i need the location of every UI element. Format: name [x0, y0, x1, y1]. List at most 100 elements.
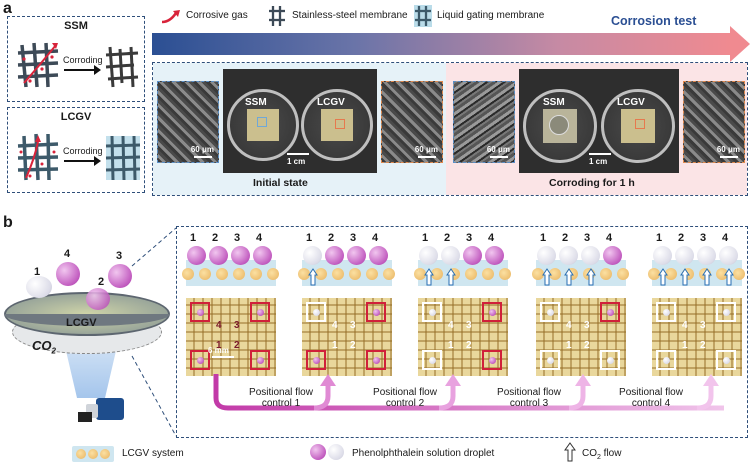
bead	[716, 268, 728, 280]
bead	[600, 268, 612, 280]
column-number: 1	[306, 232, 313, 244]
corrosion-test-arrow	[152, 33, 732, 55]
device-droplet-3	[108, 264, 132, 288]
droplet-3	[697, 246, 716, 265]
sem-ssm-corroded: 60 μm	[453, 81, 515, 163]
dish-ssm-label-2: SSM	[543, 97, 565, 108]
dish-photo-corroded: SSM LCGV 1 cm	[519, 69, 679, 173]
grid-number: 2	[466, 340, 472, 351]
column-number: 3	[584, 232, 591, 244]
device-droplet-1	[26, 276, 52, 298]
marker-dot	[489, 309, 496, 316]
device-num-2: 2	[98, 276, 105, 288]
device-illustration: LCGV CO2 1 4 3 2	[4, 248, 170, 430]
grid-number: 4	[682, 320, 688, 331]
legend-flow-label: CO2 flow	[582, 448, 621, 461]
lcgv-corroding-arrow-icon	[64, 160, 96, 162]
device-droplet-4	[56, 262, 80, 286]
dish-lcgv-label-2: LCGV	[617, 97, 645, 108]
dish-lcgv-label-1: LCGV	[317, 97, 345, 108]
droplet-1	[419, 246, 438, 265]
marker-dot	[663, 357, 670, 364]
marker-square	[366, 350, 386, 370]
device-num-4: 4	[64, 248, 71, 260]
bead	[383, 268, 395, 280]
bead	[315, 268, 327, 280]
marker-square	[656, 350, 676, 370]
corrosion-test-title: Corrosion test	[611, 14, 697, 28]
flow-step-3-line1: Positional flow	[497, 387, 561, 398]
camera-icon	[96, 398, 124, 420]
grid-number: 4	[448, 320, 454, 331]
initial-state-label: Initial state	[253, 177, 308, 189]
flow-step-1-line2: control 1	[261, 398, 301, 409]
droplet-1	[653, 246, 672, 265]
column-number: 4	[488, 232, 495, 244]
grid-number: 2	[700, 340, 706, 351]
marker-dot	[607, 309, 614, 316]
device-lcgv-label: LCGV	[66, 317, 97, 329]
droplet-3	[231, 246, 250, 265]
marker-square	[716, 302, 736, 322]
grid-number: 1	[448, 340, 454, 351]
bead	[250, 268, 262, 280]
bead	[182, 268, 194, 280]
bead	[199, 268, 211, 280]
sem-lcgv-initial: 60 μm	[381, 81, 443, 163]
cm-scale-bar-1	[287, 153, 309, 155]
marker-dot	[313, 357, 320, 364]
grid-number: 1	[332, 340, 338, 351]
bead	[414, 268, 426, 280]
camera-base-icon	[78, 412, 92, 422]
column-number: 4	[256, 232, 263, 244]
ssm-mesh-corroded-icon	[105, 46, 139, 88]
flow-step-4-line2: control 4	[631, 398, 671, 409]
droplet-2	[675, 246, 694, 265]
column-number: 3	[234, 232, 241, 244]
panel-b-label: b	[3, 214, 13, 231]
liquid-gating-icon	[414, 5, 432, 27]
co2-flow-channel-icon	[586, 268, 596, 286]
ssm-title: SSM	[64, 20, 88, 32]
co2-flow-channel-icon	[446, 268, 456, 286]
co2-main: CO	[32, 338, 52, 353]
ssm-schematic-box: SSM Corroding	[7, 16, 145, 102]
marker-square	[656, 302, 676, 322]
flow-step-3-line2: control 3	[509, 398, 549, 409]
marker-dot	[373, 309, 380, 316]
grid-number: 4	[332, 320, 338, 331]
bead	[648, 268, 660, 280]
droplet-4	[253, 246, 272, 265]
bead	[349, 268, 361, 280]
bead	[733, 268, 745, 280]
marker-dot	[197, 357, 204, 364]
marker-square	[366, 302, 386, 322]
flow-step-4-line1: Positional flow	[619, 387, 683, 398]
bead-icon	[100, 449, 110, 459]
column-number: 2	[328, 232, 335, 244]
legend-droplet-label: Phenolphthalein solution droplet	[352, 448, 495, 459]
ssm-roi-marker	[257, 117, 267, 127]
sem1-scale-bar	[194, 156, 212, 158]
marker-dot	[489, 357, 496, 364]
marker-dot	[429, 309, 436, 316]
bead	[332, 268, 344, 280]
marker-square	[306, 302, 326, 322]
droplet-4	[719, 246, 738, 265]
droplet-1	[187, 246, 206, 265]
flow-step-2-line1: Positional flow	[373, 387, 437, 398]
sem-ssm-initial: 60 μm	[157, 81, 219, 163]
bead	[617, 268, 629, 280]
marker-dot	[547, 309, 554, 316]
droplet-2	[325, 246, 344, 265]
corrosive-gas-icon	[161, 10, 180, 24]
membrane-strip	[182, 260, 279, 286]
legend-flow-co: CO	[582, 448, 597, 459]
sem-lcgv-corroded: 60 μm	[683, 81, 745, 163]
co2-flow-channel-icon	[680, 268, 690, 286]
